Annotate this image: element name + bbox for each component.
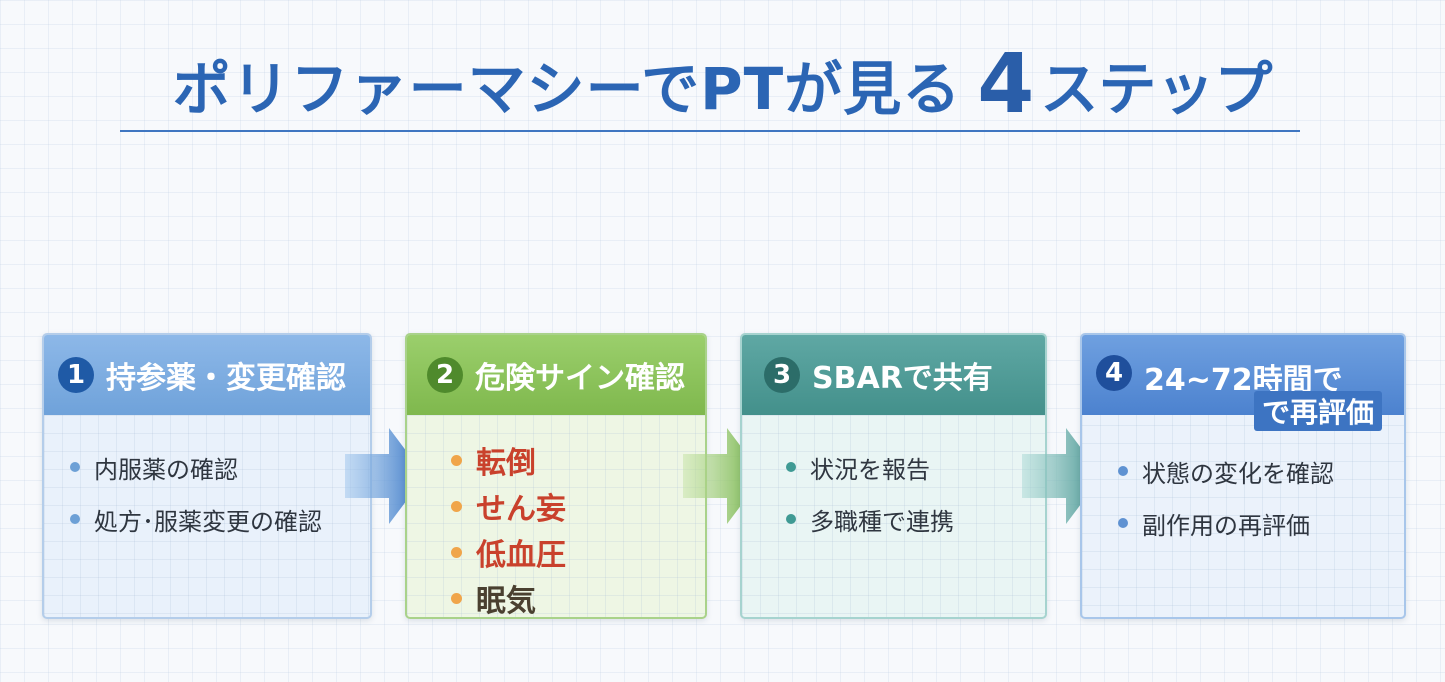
step-1-badge: 1	[58, 357, 94, 393]
title-tail: ステップ	[1040, 55, 1273, 123]
step-4-badge: 4	[1096, 355, 1132, 391]
list-item-text: 状態の変化を確認	[1142, 459, 1334, 488]
step-card-4: 状態の変化を確認 副作用の再評価 4 24~72時間で で再評価	[1080, 333, 1406, 619]
step-4-sublabel: で再評価	[1253, 391, 1382, 431]
list-item: 状態の変化を確認	[1118, 445, 1404, 497]
list-item-text: 状況を報告	[810, 455, 930, 484]
step-card-3: 3 SBARで共有 状況を報告 多職種で連携	[740, 333, 1047, 619]
title-main: ポリファーマシーでPTが見る	[172, 55, 962, 123]
step-2-header: 2 危険サイン確認	[407, 335, 705, 415]
step-3-label: SBARで共有	[812, 361, 993, 396]
bullet-icon	[451, 454, 462, 466]
list-item-text: 副作用の再評価	[1142, 511, 1310, 540]
step-3-body: 状況を報告 多職種で連携	[742, 415, 1045, 617]
bullet-icon	[70, 514, 80, 524]
bullet-icon	[786, 514, 796, 524]
bullet-icon	[1118, 466, 1128, 476]
title-underline	[120, 130, 1300, 132]
bullet-icon	[451, 546, 462, 558]
list-item-text: 処方･服薬変更の確認	[94, 507, 322, 536]
bullet-icon	[70, 462, 80, 472]
list-item-text: 転倒	[476, 446, 536, 481]
list-item: 多職種で連携	[786, 493, 1045, 545]
step-2-body: 転倒 せん妄 低血圧 眠気	[407, 415, 705, 617]
title-number: 4	[977, 36, 1035, 132]
list-item: 内服薬の確認	[70, 441, 370, 493]
step-1-label: 持参薬・変更確認	[106, 361, 346, 396]
step-4-body: 状態の変化を確認 副作用の再評価	[1082, 335, 1404, 617]
step-1-body: 内服薬の確認 処方･服薬変更の確認	[44, 415, 370, 617]
list-item-text: 眠気	[476, 584, 536, 619]
list-item: 状況を報告	[786, 441, 1045, 493]
list-item-text: 多職種で連携	[810, 507, 954, 536]
page-title: ポリファーマシーでPTが見る 4 ステップ	[0, 37, 1445, 132]
step-card-2: 2 危険サイン確認 転倒 せん妄 低血圧 眠気	[405, 333, 707, 619]
list-item-text: 内服薬の確認	[94, 455, 238, 484]
step-card-1: 1 持参薬・変更確認 内服薬の確認 処方･服薬変更の確認	[42, 333, 372, 619]
bullet-icon	[786, 462, 796, 472]
step-4-header: 4 24~72時間で で再評価	[1082, 335, 1404, 431]
bullet-icon	[451, 592, 462, 604]
bullet-icon	[451, 500, 462, 512]
list-item: 処方･服薬変更の確認	[70, 493, 370, 545]
list-item: 転倒	[451, 437, 705, 483]
step-2-badge: 2	[427, 357, 463, 393]
step-3-header: 3 SBARで共有	[742, 335, 1045, 415]
list-item: 副作用の再評価	[1118, 497, 1404, 549]
list-item: 低血圧	[451, 529, 705, 575]
bullet-icon	[1118, 518, 1128, 528]
step-2-label: 危険サイン確認	[475, 361, 685, 396]
list-item-text: 低血圧	[476, 538, 566, 573]
list-item: 眠気	[451, 575, 705, 619]
step-1-header: 1 持参薬・変更確認	[44, 335, 370, 415]
step-3-badge: 3	[764, 357, 800, 393]
list-item: せん妄	[451, 483, 705, 529]
list-item-text: せん妄	[476, 492, 566, 527]
